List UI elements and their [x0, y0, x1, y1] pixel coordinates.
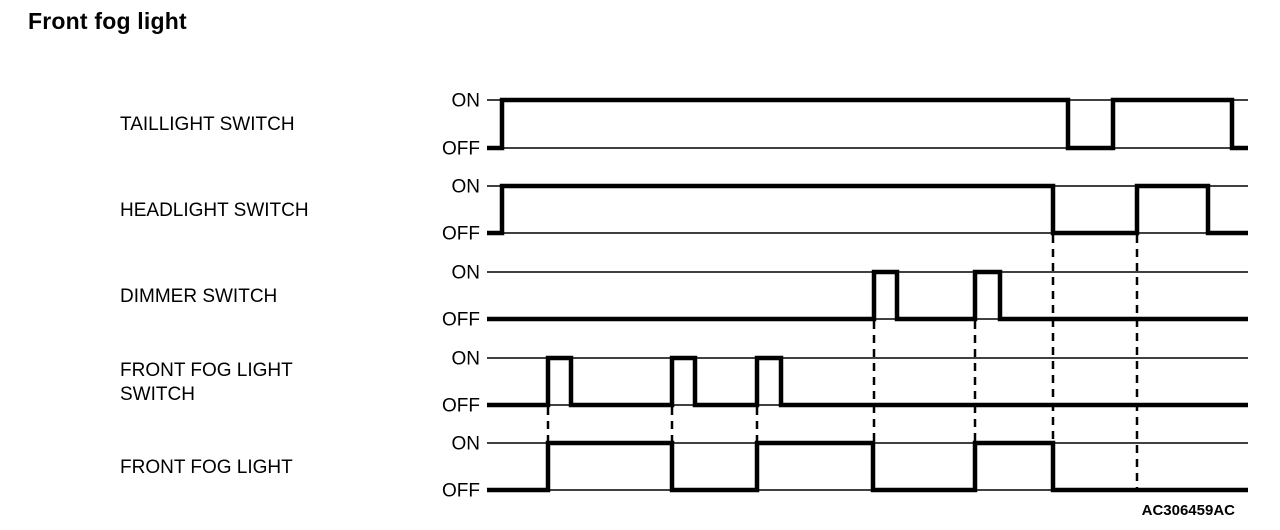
level-label-on-taillight-switch: ON [451, 90, 481, 112]
waveform-headlight-switch [487, 183, 1248, 236]
level-label-off-front-fog-light: OFF [442, 480, 480, 502]
level-label-on-front-fog-light: ON [451, 433, 481, 455]
row-label-headlight-switch: HEADLIGHT SWITCH [120, 199, 309, 221]
level-label-on-dimmer-switch: ON [451, 262, 481, 284]
page-title: Front fog light [28, 8, 187, 34]
waveform-taillight-switch [487, 97, 1248, 151]
level-label-on-headlight-switch: ON [451, 176, 481, 198]
level-label-off-headlight-switch: OFF [442, 223, 480, 245]
level-label-on-front-fog-light-switch: ON [451, 348, 481, 370]
waveform-front-fog-light-switch [487, 355, 1248, 408]
level-label-off-dimmer-switch: OFF [442, 309, 480, 331]
figure-code: AC306459AC [1141, 502, 1235, 519]
level-label-off-front-fog-light-switch: OFF [442, 395, 480, 417]
level-label-off-taillight-switch: OFF [442, 138, 480, 160]
row-label-taillight-switch: TAILLIGHT SWITCH [120, 114, 295, 135]
waveform-dimmer-switch [487, 269, 1248, 322]
row-label-front-fog-light: FRONT FOG LIGHT [120, 456, 293, 478]
row-label-front-fog-light-switch: FRONT FOG LIGHT SWITCH [120, 359, 293, 405]
row-label-dimmer-switch: DIMMER SWITCH [120, 285, 278, 307]
waveform-front-fog-light [487, 440, 1248, 493]
